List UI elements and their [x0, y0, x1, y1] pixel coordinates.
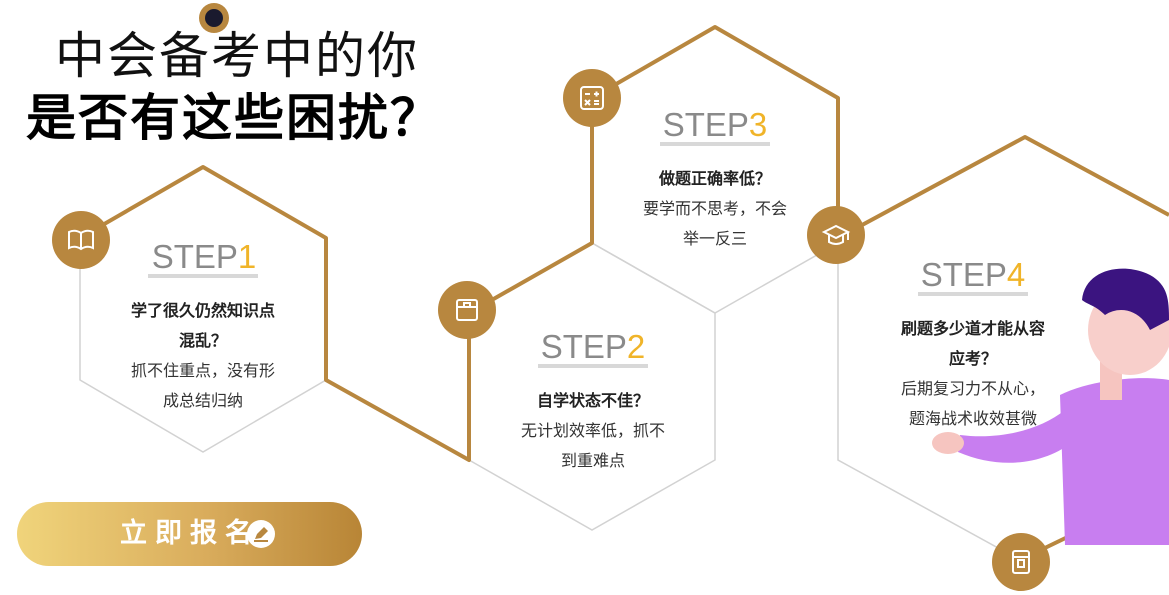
step1-title: STEP1 [151, 238, 257, 275]
step2-description: 无计划效率低，抓不到重难点 [520, 421, 665, 470]
graduation-cap-icon [807, 206, 865, 264]
headline-line2: 是否有这些困扰？ [26, 89, 442, 147]
step2-title: STEP2 [540, 328, 646, 365]
step4-description: 后期复习力不从心，题海战术收效甚微 [900, 379, 1045, 428]
register-now-label: 立即报名 [120, 518, 260, 549]
step2-question: 自学状态不佳？ [536, 391, 649, 410]
pencil-icon [247, 520, 275, 548]
step4-underline [918, 292, 1028, 296]
step1-question: 学了很久仍然知识点混乱？ [130, 301, 275, 350]
step3-title: STEP3 [662, 106, 768, 143]
step3-underline [660, 142, 770, 146]
step3-description: 要学而不思考，不会举一反三 [642, 199, 787, 248]
step4-question: 刷题多少道才能从容应考？ [900, 319, 1045, 368]
step2-underline [538, 364, 648, 368]
calculator-icon [563, 69, 621, 127]
notebook-icon [992, 533, 1050, 591]
character-illustration [932, 268, 1169, 545]
box-icon [438, 281, 496, 339]
headline-line1: 中会备考中的你 [55, 27, 419, 85]
register-now-button[interactable]: 立即报名 [17, 502, 362, 566]
step4-title: STEP4 [920, 256, 1026, 293]
book-icon [52, 211, 110, 269]
step1-underline [148, 274, 258, 278]
step3-question: 做题正确率低？ [658, 169, 771, 188]
step1-description: 抓不住重点，没有形成总结归纳 [130, 361, 275, 410]
